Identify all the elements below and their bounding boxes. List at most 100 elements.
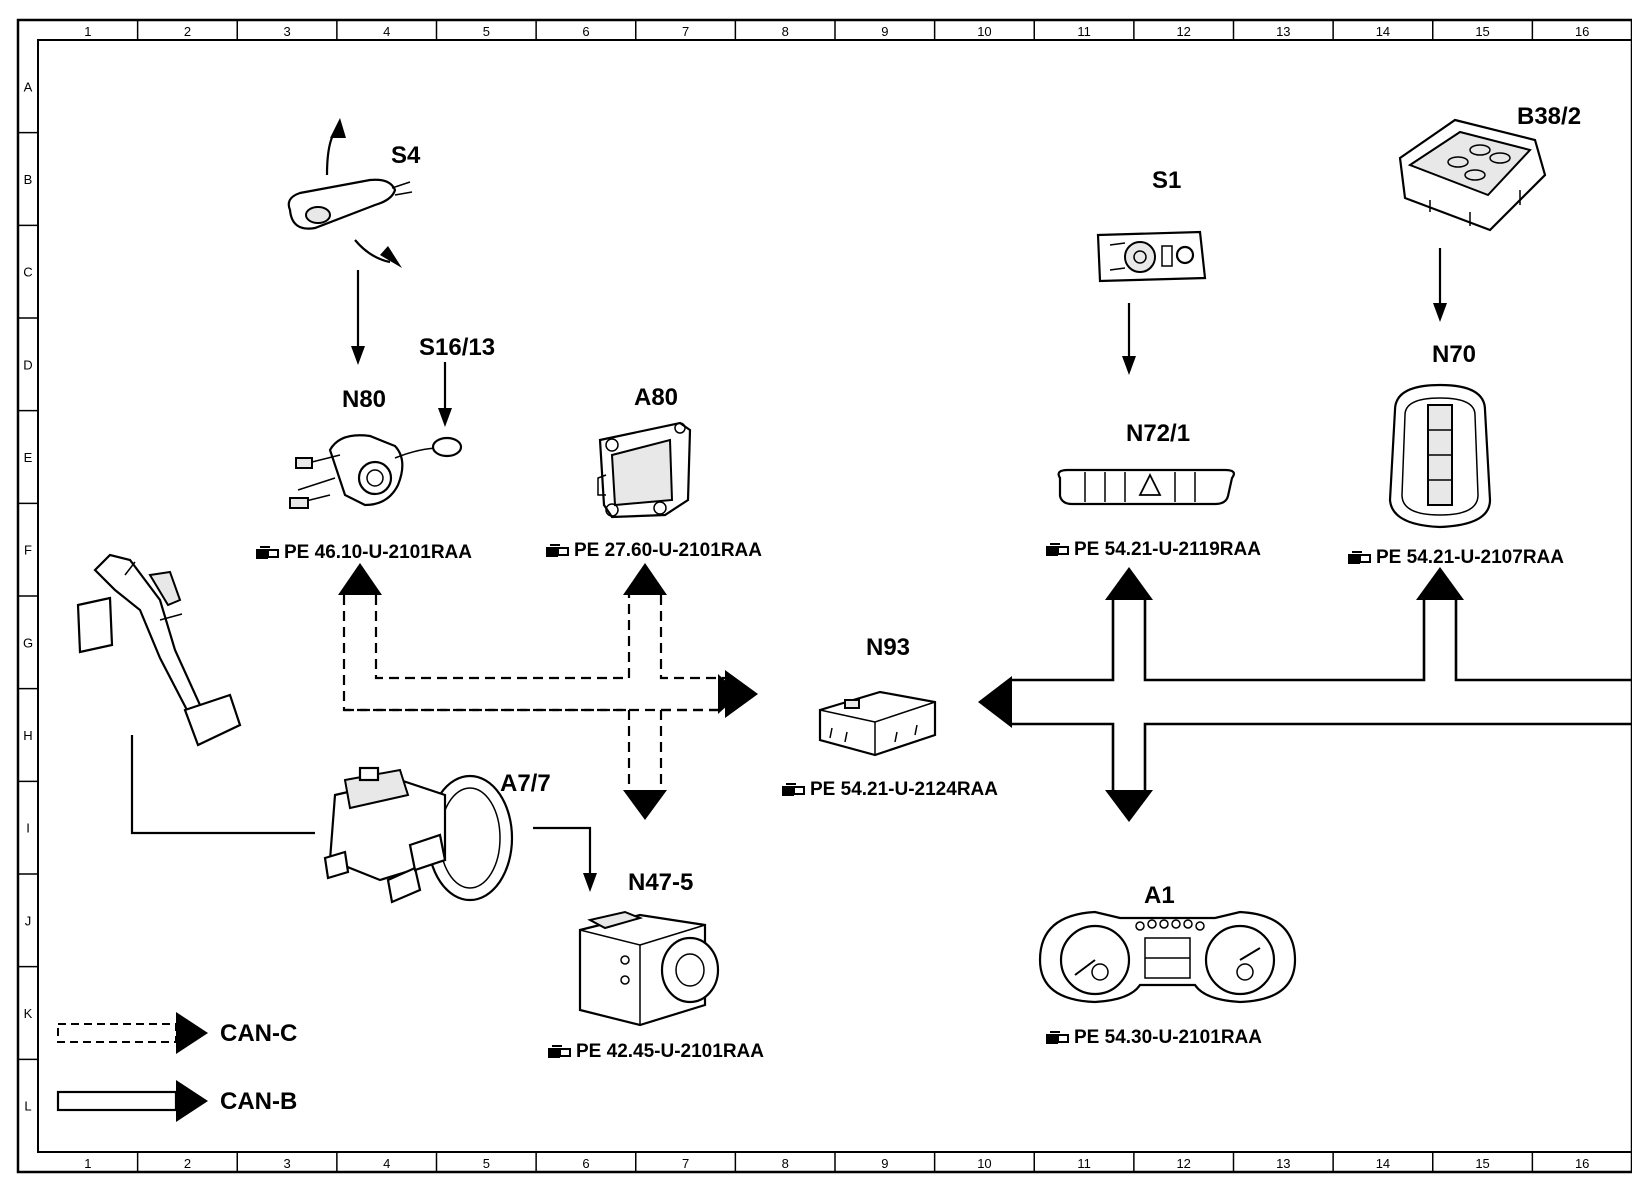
legend-can-c-arrow	[57, 1012, 208, 1054]
grid-label: 4	[383, 1156, 390, 1171]
label-a80: A80	[634, 384, 678, 411]
label-s16-13: S16/13	[419, 334, 495, 361]
can-b-arrow-n93	[978, 676, 1012, 728]
grid-label: D	[23, 357, 32, 372]
label-n72-1: N72/1	[1126, 420, 1190, 447]
ref-n70-text: PE 54.21-U-2107RAA	[1376, 547, 1564, 568]
label-n93: N93	[866, 634, 910, 661]
grid-label: 2	[184, 1156, 191, 1171]
a80-module-image	[597, 421, 692, 519]
grid-label: J	[25, 913, 32, 928]
grid-label: 10	[977, 1156, 991, 1171]
n93-gateway-image	[818, 690, 937, 757]
signal-wires	[130, 127, 1442, 875]
grid-label: I	[26, 821, 30, 836]
ref-n47-5: PE 42.45-U-2101RAA	[547, 1041, 764, 1062]
grid-label: 5	[483, 24, 490, 39]
label-s4: S4	[391, 142, 421, 169]
ref-a1-text: PE 54.30-U-2101RAA	[1074, 1027, 1262, 1048]
can-c-arrow-n47-5	[623, 790, 667, 820]
grid-label: 16	[1575, 24, 1589, 39]
grid-label: 5	[483, 1156, 490, 1171]
grid-label: 13	[1276, 1156, 1290, 1171]
wire-arrowheads	[330, 118, 1447, 892]
ref-n72-1: PE 54.21-U-2119RAA	[1045, 539, 1261, 560]
grid-label: 11	[1077, 24, 1091, 39]
grid-label: A	[24, 79, 33, 94]
grid-label: 10	[977, 24, 991, 39]
label-n80: N80	[342, 386, 386, 413]
grid-labels: 1122334455667788991010111112121313141415…	[23, 24, 1589, 1171]
grid-label: 3	[283, 24, 290, 39]
grid-label: 9	[881, 24, 888, 39]
n47-5-esp-image	[578, 910, 720, 1027]
label-s1: S1	[1152, 167, 1181, 194]
grid-label: 15	[1475, 1156, 1489, 1171]
grid-label: 12	[1176, 1156, 1190, 1171]
ref-n93-text: PE 54.21-U-2124RAA	[810, 779, 998, 800]
grid-label: 1	[84, 1156, 91, 1171]
can-c-arrow-n80	[338, 563, 382, 595]
label-n70: N70	[1432, 341, 1476, 368]
grid-label: 3	[283, 1156, 290, 1171]
grid-label: 1	[84, 24, 91, 39]
grid-label: C	[23, 265, 32, 280]
legend-can-b-label: CAN-B	[220, 1088, 297, 1115]
legend-can-c-label: CAN-C	[220, 1020, 297, 1047]
grid-lines	[18, 20, 1534, 1172]
legend-can-b-arrow	[56, 1080, 208, 1122]
brake-pedal-image	[76, 553, 242, 747]
can-c-network	[338, 563, 758, 820]
grid-label: L	[24, 1099, 31, 1114]
grid-label: 7	[682, 1156, 689, 1171]
can-b-network	[978, 567, 1632, 822]
grid-label: 14	[1376, 24, 1390, 39]
grid-label: G	[23, 635, 33, 650]
n72-1-panel-image	[1057, 468, 1235, 506]
label-a1: A1	[1144, 882, 1175, 909]
can-b-arrow-n70	[1416, 567, 1464, 600]
grid-label: 11	[1077, 1156, 1091, 1171]
grid-label: 6	[582, 24, 589, 39]
grid-label: 16	[1575, 1156, 1589, 1171]
grid-label: 2	[184, 24, 191, 39]
can-c-arrow-a80	[623, 563, 667, 595]
label-b38-2: B38/2	[1517, 103, 1581, 130]
label-n47-5: N47-5	[628, 869, 693, 896]
grid-label: H	[23, 728, 32, 743]
s4-stalk-switch-image	[287, 178, 413, 230]
ref-n47-5-text: PE 42.45-U-2101RAA	[576, 1041, 764, 1062]
ref-n93: PE 54.21-U-2124RAA	[781, 779, 998, 800]
b38-2-sensor-image	[1398, 118, 1547, 232]
grid-label: 15	[1475, 24, 1489, 39]
n80-module-image	[289, 434, 463, 509]
grid-label: 14	[1376, 1156, 1390, 1171]
ref-n72-1-text: PE 54.21-U-2119RAA	[1074, 539, 1261, 560]
s1-light-switch-image	[1096, 230, 1207, 283]
ref-a80: PE 27.60-U-2101RAA	[545, 540, 762, 561]
grid-label: K	[24, 1006, 33, 1021]
grid-label: 13	[1276, 24, 1290, 39]
frame	[16, 18, 1632, 1174]
ref-a80-text: PE 27.60-U-2101RAA	[574, 540, 762, 561]
a7-7-booster-image	[323, 766, 514, 904]
grid-label: F	[24, 543, 32, 558]
legend: CAN-C CAN-B	[56, 1012, 297, 1122]
ref-n80: PE 46.10-U-2101RAA	[255, 542, 472, 563]
grid-label: 6	[582, 1156, 589, 1171]
grid-label: 4	[383, 24, 390, 39]
grid-label: 8	[782, 24, 789, 39]
grid-label: 8	[782, 1156, 789, 1171]
grid-label: 7	[682, 24, 689, 39]
ref-n70: PE 54.21-U-2107RAA	[1347, 547, 1564, 568]
ref-n80-text: PE 46.10-U-2101RAA	[284, 542, 472, 563]
n70-overhead-panel-image	[1388, 383, 1492, 529]
grid-label: 12	[1176, 24, 1190, 39]
ref-a1: PE 54.30-U-2101RAA	[1045, 1027, 1262, 1048]
can-b-arrow-n72-1	[1105, 567, 1153, 600]
can-c-arrow-n93	[725, 670, 758, 718]
grid-label: E	[24, 450, 33, 465]
a1-instrument-cluster-image	[1038, 910, 1297, 1004]
label-a7-7: A7/7	[500, 770, 551, 797]
